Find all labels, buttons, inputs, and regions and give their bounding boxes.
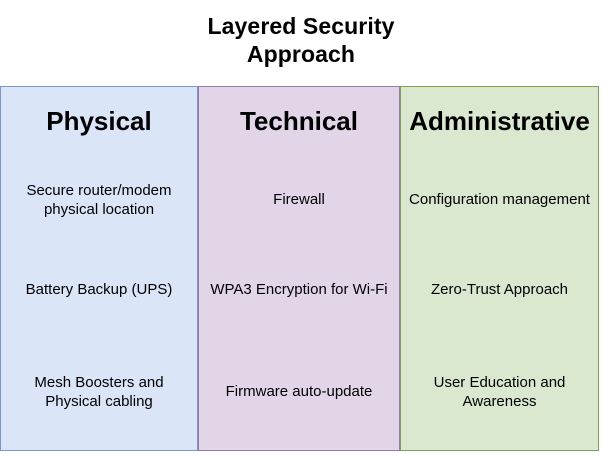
column-body-administrative: Configuration management Zero-Trust Appr…: [401, 155, 598, 450]
list-item: Firewall: [273, 191, 325, 209]
column-technical: Technical Firewall WPA3 Encryption for W…: [198, 86, 400, 451]
layered-security-columns: Physical Secure router/modem physical lo…: [0, 86, 599, 451]
column-body-physical: Secure router/modem physical location Ba…: [1, 155, 197, 450]
list-item: Secure router/modem physical location: [26, 181, 172, 218]
page-title-line-2: Approach: [246, 41, 356, 67]
list-item: Battery Backup (UPS): [25, 280, 173, 298]
column-header-technical: Technical: [239, 106, 358, 136]
list-item: Mesh Boosters and Physical cabling: [34, 373, 164, 410]
list-item: Configuration management: [409, 191, 590, 209]
column-header-physical: Physical: [46, 106, 152, 136]
list-item: User Education and Awareness: [433, 373, 566, 410]
list-item: WPA3 Encryption for Wi-Fi: [210, 280, 388, 298]
page-title-line-1: Layered Security: [207, 13, 395, 39]
list-item: Zero-Trust Approach: [431, 280, 568, 298]
page-title: Layered Security Approach: [0, 12, 602, 68]
column-body-technical: Firewall WPA3 Encryption for Wi-Fi Firmw…: [199, 155, 399, 450]
column-header-administrative: Administrative: [409, 106, 590, 136]
list-item: Firmware auto-update: [225, 383, 373, 401]
column-administrative: Administrative Configuration management …: [400, 86, 599, 451]
column-physical: Physical Secure router/modem physical lo…: [0, 86, 198, 451]
